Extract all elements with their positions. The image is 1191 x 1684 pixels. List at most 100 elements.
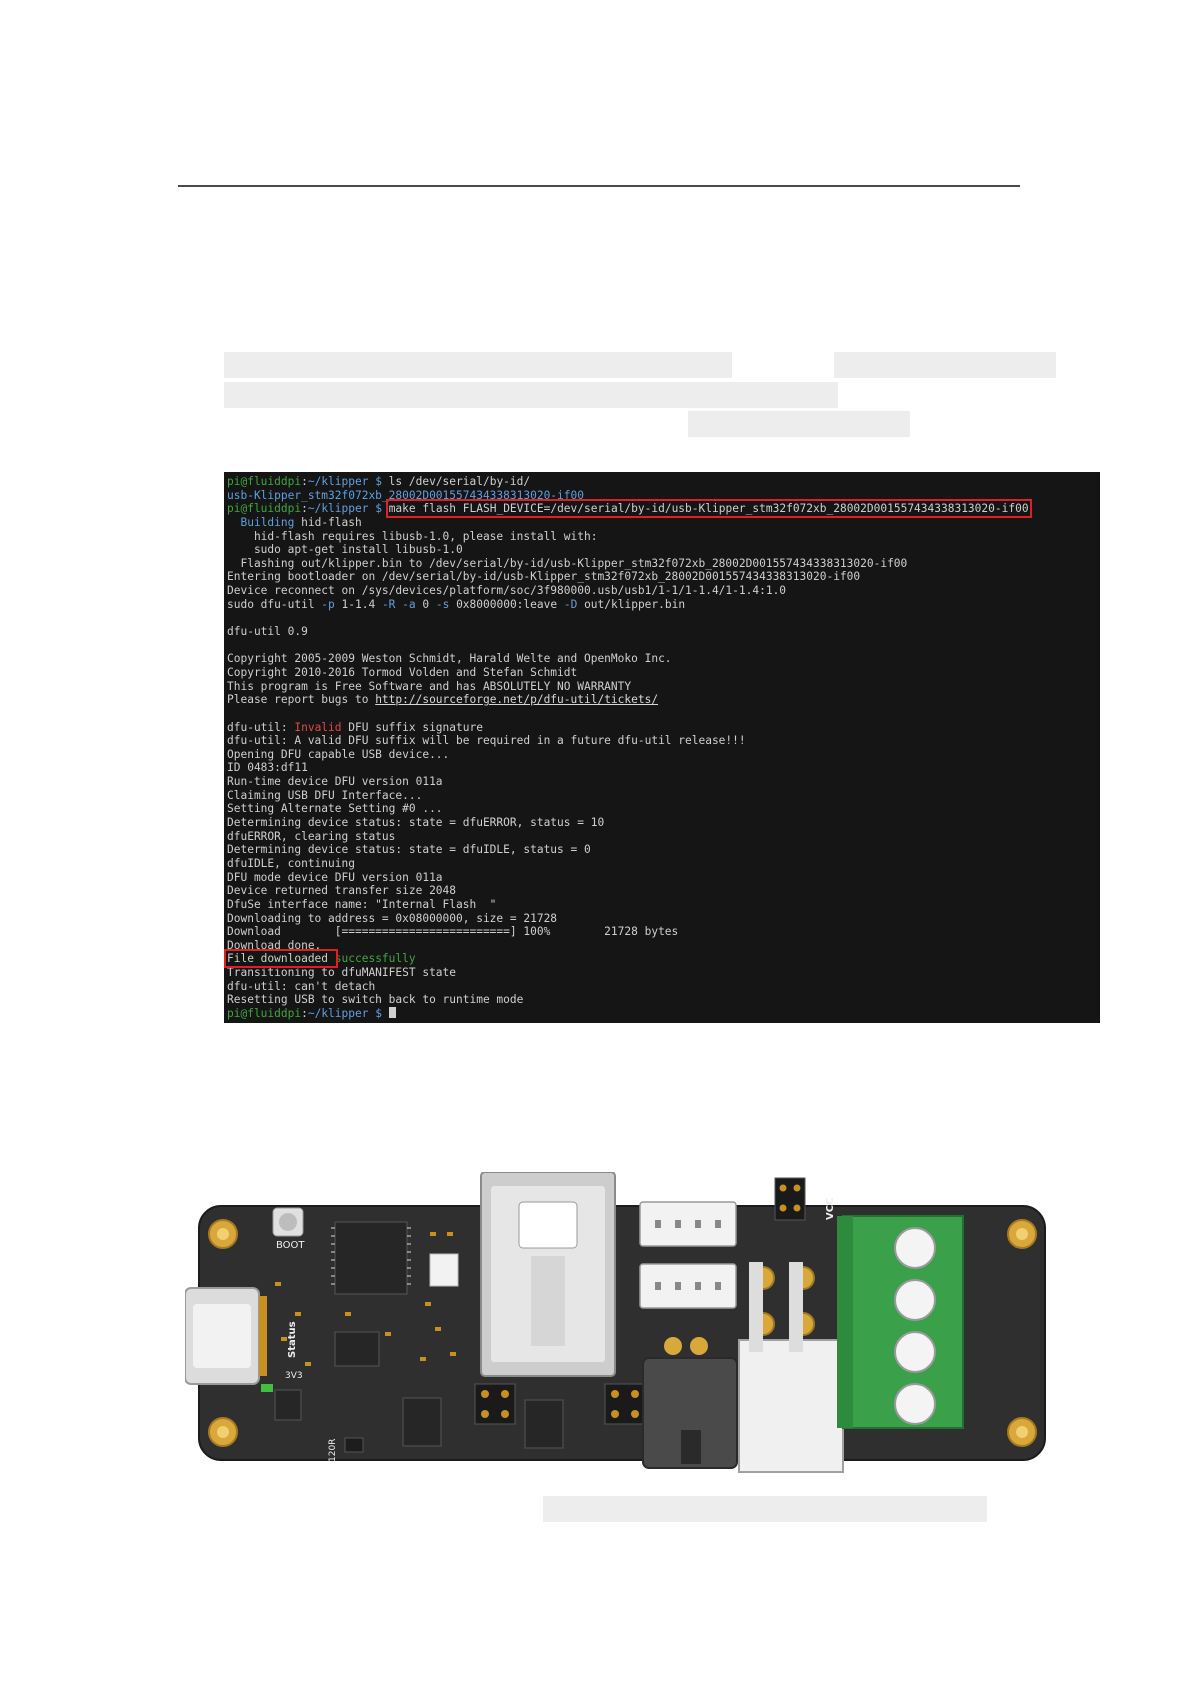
vcc-label: VCC bbox=[825, 1198, 836, 1220]
terminal-line: Resetting USB to switch back to runtime … bbox=[227, 993, 1029, 1007]
terminal-line: DFU mode device DFU version 011a bbox=[227, 871, 1029, 885]
terminal-text: dfuIDLE, continuing bbox=[227, 856, 355, 870]
terminal-text bbox=[382, 502, 389, 515]
redacted-caption bbox=[543, 1496, 987, 1522]
terminal-text: -R -a bbox=[381, 597, 416, 611]
terminal-output: pi@fluiddpi:~/klipper $ ls /dev/serial/b… bbox=[224, 475, 1032, 1021]
terminal-text: Download done. bbox=[227, 938, 322, 952]
terminal-text: pi@fluiddpi bbox=[227, 475, 302, 488]
mounting-holes bbox=[208, 1219, 1037, 1447]
terminal-text: hid-flash requires libusb-1.0, please in… bbox=[227, 529, 598, 543]
terminal-line: pi@fluiddpi:~/klipper $ ls /dev/serial/b… bbox=[227, 475, 1029, 489]
terminal-text: Copyright 2010-2016 Tormod Volden and St… bbox=[227, 665, 578, 679]
status-led bbox=[261, 1384, 273, 1392]
terminal-text: Setting Alternate Setting #0 ... bbox=[227, 802, 443, 816]
terminal-text: usb-Klipper_stm32f072xb_28002D0015574343… bbox=[227, 488, 584, 502]
terminal-text bbox=[382, 1007, 389, 1020]
terminal-line: Determining device status: state = dfuER… bbox=[227, 816, 1029, 830]
r120-label: 120R bbox=[328, 1439, 338, 1462]
terminal-line: Device returned transfer size 2048 bbox=[227, 884, 1029, 898]
dark-connector bbox=[642, 1357, 738, 1469]
terminal-text: ~/klipper $ bbox=[307, 502, 382, 516]
terminal-line: File downloaded successfully bbox=[224, 949, 1029, 969]
terminal-text: DFU suffix signature bbox=[341, 720, 483, 734]
terminal-text: -D bbox=[563, 597, 578, 611]
terminal-text: Please report bugs to bbox=[227, 693, 376, 707]
terminal-text: dfu-util: A valid DFU suffix will be req… bbox=[227, 734, 746, 748]
terminal-text: : bbox=[301, 502, 308, 516]
terminal-line: dfu-util 0.9 bbox=[227, 625, 1029, 639]
terminal-text: 0 bbox=[415, 597, 436, 611]
terminal-text: 1-1.4 bbox=[334, 597, 382, 611]
terminal-line: dfuERROR, clearing status bbox=[227, 830, 1029, 844]
terminal-text: Flashing out/klipper.bin to /dev/serial/… bbox=[227, 556, 908, 570]
white-terminal-block bbox=[738, 1339, 844, 1473]
terminal-line: Setting Alternate Setting #0 ... bbox=[227, 802, 1029, 816]
terminal-text: sudo dfu-util bbox=[227, 597, 322, 611]
terminal-line: pi@fluiddpi:~/klipper $ bbox=[227, 1006, 1029, 1021]
terminal-text: -s bbox=[435, 597, 450, 611]
terminal-line: DfuSe interface name: "Internal Flash " bbox=[227, 898, 1029, 912]
terminal-text: dfu-util: can't detach bbox=[227, 979, 376, 993]
terminal-text: Device returned transfer size 2048 bbox=[227, 884, 457, 898]
terminal-line: Downloading to address = 0x08000000, siz… bbox=[227, 912, 1029, 926]
terminal-line: Please report bugs to http://sourceforge… bbox=[227, 693, 1029, 707]
mcu-chip bbox=[331, 1221, 411, 1295]
terminal-text: successfully bbox=[334, 952, 416, 966]
terminal-text: Entering bootloader on /dev/serial/by-id… bbox=[227, 570, 861, 584]
terminal-text: dfu-util 0.9 bbox=[227, 625, 308, 639]
terminal-line: sudo apt-get install libusb-1.0 bbox=[227, 543, 1029, 557]
terminal-line: Download done. bbox=[227, 939, 1029, 953]
terminal-text: Downloading to address = 0x08000000, siz… bbox=[227, 911, 558, 925]
terminal-text: -p bbox=[321, 597, 335, 611]
terminal-text: Determining device status: state = dfuER… bbox=[227, 816, 605, 830]
usb-a-connector bbox=[480, 1172, 616, 1377]
sop8-chips bbox=[274, 1331, 564, 1449]
terminal-text bbox=[227, 516, 240, 529]
terminal-line: dfuIDLE, continuing bbox=[227, 857, 1029, 871]
terminal-text: dfu-util: bbox=[227, 720, 295, 734]
terminal-line: Transitioning to dfuMANIFEST state bbox=[227, 966, 1029, 980]
terminal-line: hid-flash requires libusb-1.0, please in… bbox=[227, 530, 1029, 544]
terminal-text: File downloaded bbox=[224, 949, 338, 969]
crystal bbox=[429, 1253, 459, 1287]
redacted-text-1b bbox=[834, 352, 1056, 378]
terminal-text bbox=[227, 639, 234, 652]
terminal-text: ID 0483:df11 bbox=[227, 761, 308, 775]
terminal-text: 0x8000000:leave bbox=[449, 597, 564, 611]
terminal-text bbox=[227, 611, 234, 624]
terminal-line: Flashing out/klipper.bin to /dev/serial/… bbox=[227, 557, 1029, 571]
terminal-text: DfuSe interface name: "Internal Flash " bbox=[227, 897, 497, 911]
headers bbox=[474, 1177, 806, 1425]
terminal-text bbox=[227, 707, 234, 720]
terminal-text: : bbox=[301, 475, 308, 488]
terminal-text: Copyright 2005-2009 Weston Schmidt, Hara… bbox=[227, 652, 672, 666]
terminal-text: DFU mode device DFU version 011a bbox=[227, 870, 443, 884]
terminal-text: pi@fluiddpi bbox=[227, 1006, 302, 1020]
pcb-board-image: BOOT Status 3V3 120R VCC bbox=[185, 1172, 1046, 1473]
terminal-line: ID 0483:df11 bbox=[227, 761, 1029, 775]
terminal-text: Device reconnect on /sys/devices/platfor… bbox=[227, 584, 787, 598]
terminal-line: Copyright 2010-2016 Tormod Volden and St… bbox=[227, 666, 1029, 680]
terminal-text: sudo apt-get install libusb-1.0 bbox=[227, 543, 463, 557]
terminal-line bbox=[227, 707, 1029, 721]
usb-c-connector bbox=[185, 1287, 267, 1385]
terminal-line: dfu-util: A valid DFU suffix will be req… bbox=[227, 734, 1029, 748]
terminal-text: Resetting USB to switch back to runtime … bbox=[227, 993, 524, 1007]
terminal-line: dfu-util: Invalid DFU suffix signature bbox=[227, 721, 1029, 735]
terminal-line: Determining device status: state = dfuID… bbox=[227, 843, 1029, 857]
terminal-text: Download [=========================] 100… bbox=[227, 925, 679, 939]
terminal-line: This program is Free Software and has AB… bbox=[227, 680, 1029, 694]
redacted-text-2 bbox=[224, 382, 838, 408]
terminal-line: Opening DFU capable USB device... bbox=[227, 748, 1029, 762]
terminal-text: dfuERROR, clearing status bbox=[227, 829, 396, 843]
terminal-text: : bbox=[301, 1006, 308, 1020]
redacted-text-3 bbox=[688, 411, 910, 437]
terminal-text: Run-time device DFU version 011a bbox=[227, 775, 443, 789]
terminal-line: Run-time device DFU version 011a bbox=[227, 775, 1029, 789]
terminal-text: Opening DFU capable USB device... bbox=[227, 747, 450, 761]
terminal-text: make flash FLASH_DEVICE=/dev/serial/by-i… bbox=[385, 499, 1032, 519]
terminal-line: usb-Klipper_stm32f072xb_28002D0015574343… bbox=[227, 489, 1029, 503]
terminal-line: Building hid-flash bbox=[227, 516, 1029, 530]
terminal-text: ~/klipper $ bbox=[307, 475, 382, 488]
